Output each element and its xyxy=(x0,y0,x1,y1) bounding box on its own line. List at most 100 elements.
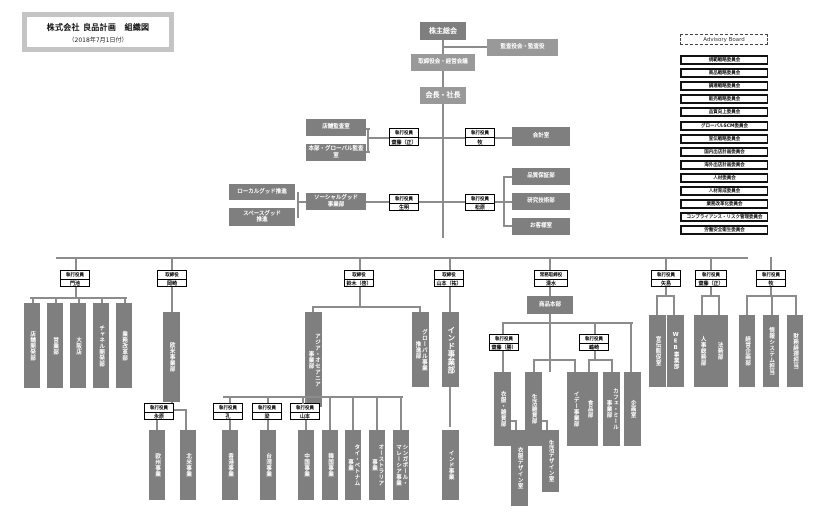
shareholders-box: 株主総会 xyxy=(420,22,466,40)
chart-title: 株式会社 良品計画 組織図 xyxy=(46,23,150,32)
role-title: 執行役員 xyxy=(652,271,680,280)
connector-line xyxy=(302,396,304,404)
role-division-4: 常務取締役清水 xyxy=(534,270,568,287)
connector-line xyxy=(156,420,158,432)
role-name: 牧 xyxy=(768,280,774,287)
dept-merch-sub: 生活雑貨部 xyxy=(525,372,542,446)
bracket-tick xyxy=(503,201,512,203)
dept-web-business: WEB事業部 xyxy=(667,315,684,387)
dept-research-tech: 研究技術部 xyxy=(512,193,570,210)
role-name: 齋藤（勝） xyxy=(491,344,517,351)
dept-box: 営業部 xyxy=(47,303,63,388)
dept-quality-assurance: 品質保証部 xyxy=(512,168,570,185)
connector-line xyxy=(665,287,667,296)
connector-line xyxy=(771,295,773,315)
dept-box: 大阪店 xyxy=(70,303,86,388)
connector-line xyxy=(502,322,633,324)
connector-line xyxy=(630,322,632,372)
role-name: 山本 xyxy=(299,413,310,420)
role-title: 執行役員 xyxy=(291,404,319,413)
role-title: 取締役 xyxy=(435,271,463,280)
connector-line xyxy=(171,257,173,270)
connector-line xyxy=(101,297,103,303)
role-name: 岡崎 xyxy=(166,280,177,287)
bracket-tick xyxy=(366,128,370,130)
role-division-6: 執行役員齋藤（正） xyxy=(695,270,727,287)
role-name: 矢島 xyxy=(660,280,671,287)
connector-line xyxy=(710,287,712,296)
subrole-tw: 執行役員梁 xyxy=(252,403,282,420)
dept-india-business: インド事業 xyxy=(442,430,459,500)
connector-line xyxy=(673,295,675,315)
division-bus-line xyxy=(56,257,748,259)
connector-line xyxy=(78,297,80,303)
advisory-committee: 販売戦略委員会 xyxy=(680,94,768,105)
connector-line xyxy=(359,257,361,270)
dept-country-business: 台湾事業 xyxy=(260,430,276,500)
connector-line xyxy=(549,257,551,270)
advisory-committee: 労働安全衛生委員会 xyxy=(680,225,768,236)
advisory-committee: 海外出店計画委員会 xyxy=(680,159,768,170)
role-title: 執行役員 xyxy=(490,335,518,344)
connector-line xyxy=(746,295,748,315)
connector-line xyxy=(656,295,658,315)
social-sub-line xyxy=(297,201,306,203)
dept-hr-general: 人事総務部 xyxy=(694,315,711,387)
role-title: 執行役員 xyxy=(466,195,494,204)
connector-line xyxy=(359,287,361,307)
dept-merchandise-hq: 商品本部 xyxy=(527,296,573,314)
role-division-2: 取締役鈴木（啓） xyxy=(344,270,374,287)
role-name: 孔 xyxy=(225,413,231,420)
advisory-committee: グローバルSCM委員会 xyxy=(680,120,768,131)
role-title: 執行役員 xyxy=(145,404,173,413)
role-name: 松原 xyxy=(474,204,485,211)
connector-line xyxy=(533,359,576,361)
connector-line xyxy=(75,257,77,270)
role-title: 取締役 xyxy=(345,271,373,280)
connector-line xyxy=(665,257,667,270)
advisory-committee: 宣伝戦略委員会 xyxy=(680,133,768,144)
dept-store-audit: 店舗監査室 xyxy=(306,119,366,136)
role-title: 取締役 xyxy=(158,271,186,280)
connector-line xyxy=(542,420,547,422)
subrole-cn: 執行役員山本 xyxy=(290,403,320,420)
role-division-5: 執行役員矢島 xyxy=(651,270,681,287)
connector-line xyxy=(449,257,451,270)
dept-merch-sub: 企画室 xyxy=(624,372,641,446)
connector-line xyxy=(171,287,173,312)
auditors-box: 監査役会・監査役 xyxy=(487,39,558,56)
role-name: 牧 xyxy=(477,139,483,146)
connector-line xyxy=(185,409,187,434)
connector-line xyxy=(419,306,421,312)
social-sub-bracket xyxy=(297,192,299,218)
connector-line xyxy=(400,396,402,430)
connector-line xyxy=(588,359,613,361)
dept-country-business: 韓国事業 xyxy=(322,430,338,500)
connector-line xyxy=(32,297,34,303)
role-title: 執行役員 xyxy=(214,404,242,413)
advisory-committee: 調達戦略委員会 xyxy=(680,81,768,92)
connector-line xyxy=(329,396,331,430)
connector-line xyxy=(502,322,504,335)
connector-line xyxy=(588,359,590,372)
connector-line xyxy=(718,295,720,315)
role-title: 執行役員 xyxy=(580,335,608,344)
role-name: 門池 xyxy=(69,280,80,287)
advisory-committee: 業務改革化委員会 xyxy=(680,199,768,210)
dept-merch-sub: イデー事業部 xyxy=(567,372,584,446)
advisory-committee: 国内出店計画委員会 xyxy=(680,146,768,157)
role-division-3: 取締役山本（祐） xyxy=(434,270,464,287)
staff-left-upper-bracket xyxy=(367,128,369,152)
connector-line xyxy=(611,359,613,372)
dept-merch-sub: カフェ・ミール 事業部 xyxy=(603,372,620,446)
role-title: 常務取締役 xyxy=(535,271,567,280)
subrole-merch-1: 執行役員嶋崎 xyxy=(579,334,609,351)
role-staff-right-upper: 執行役員 牧 xyxy=(465,128,495,146)
president-box: 会長・社長 xyxy=(420,87,466,104)
subrole-europe: 執行役員永原 xyxy=(144,403,174,420)
connector-line xyxy=(795,295,797,315)
connector-line xyxy=(770,287,772,296)
role-division-1: 取締役岡崎 xyxy=(157,270,187,287)
role-name: 永原 xyxy=(153,413,164,420)
dept-global-audit: 本部・グローバル監査室 xyxy=(306,144,366,161)
